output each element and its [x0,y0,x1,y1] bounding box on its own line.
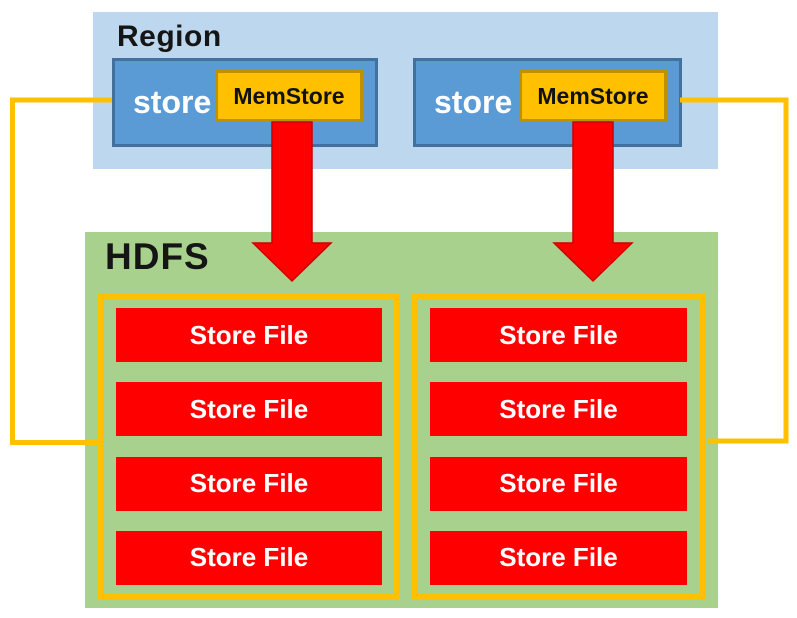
store-box-1: store MemStore [112,58,378,147]
store-box-2: store MemStore [413,58,682,147]
store-file-group-2: Store File Store File Store File Store F… [412,293,705,600]
store-file: Store File [116,530,382,585]
memstore-box-1: MemStore [215,70,363,122]
store-file: Store File [116,382,382,437]
store-file: Store File [430,456,687,511]
region-label: Region [117,20,222,53]
store-file: Store File [430,530,687,585]
memstore-box-2: MemStore [519,70,667,122]
hdfs-label: HDFS [105,236,210,277]
store-file: Store File [430,308,687,362]
store-label-1: store [133,84,212,120]
store-file-group-1: Store File Store File Store File Store F… [98,293,400,600]
store-label-2: store [434,84,513,120]
hdfs-box: HDFS Store File Store File Store File St… [85,232,718,608]
store-file: Store File [430,382,687,437]
store-file: Store File [116,456,382,511]
store-file: Store File [116,308,382,362]
region-box: Region store MemStore store MemStore [93,12,718,169]
